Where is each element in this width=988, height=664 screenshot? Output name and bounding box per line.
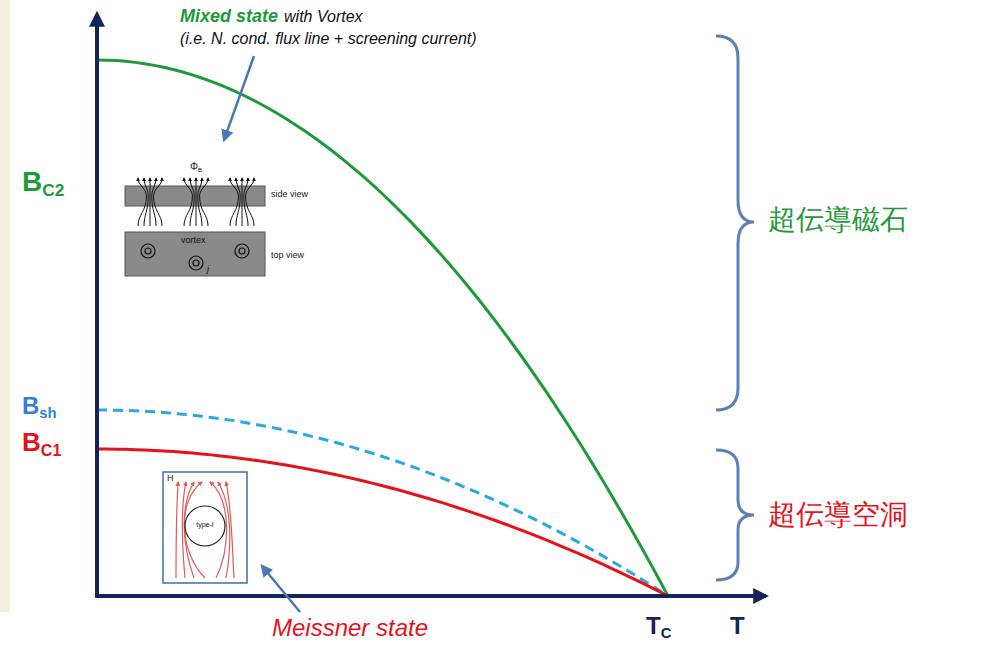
state-note: with Vortex [284,8,363,26]
view-label: top view [271,250,304,260]
leader-arrow [262,566,300,612]
state-note: (i.e. N. cond. flux line + screening cur… [180,30,477,48]
bsh-curve [97,410,668,596]
axis-value: Bsh [22,392,57,420]
bc2-curve [97,60,668,596]
view-label: side view [271,189,308,199]
type-label: type-I [196,521,214,529]
field-label: H [167,473,174,483]
y-axis [95,14,99,597]
side-panel [0,0,10,612]
bracket [716,450,754,580]
axis-title: T [730,612,745,640]
state-title: Meissner state [272,614,428,642]
state-title: Mixed state [180,6,278,27]
meissner-illustration [163,472,247,583]
bc1-curve [97,449,668,596]
axis-value: BC2 [22,166,64,198]
x-axis [95,594,766,598]
application-label: 超伝導磁石 [768,204,908,236]
vortex-illustration [125,178,265,276]
leader-arrow [224,56,254,140]
application-label: 超伝導空洞 [768,499,908,531]
bracket [716,36,754,410]
current-label: j [207,264,209,274]
axis-value: TC [646,612,671,640]
axis-value: BC1 [22,428,61,458]
vortex-label: vortex [181,235,206,245]
flux-symbol: ΦB [190,161,202,173]
